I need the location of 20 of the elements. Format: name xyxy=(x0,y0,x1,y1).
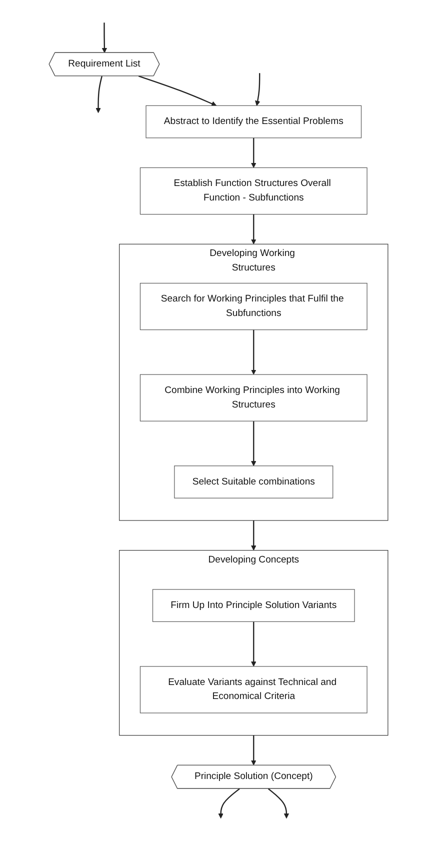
node-box: Firm Up Into Principle Solution Variants xyxy=(152,589,355,622)
arrow xyxy=(255,73,260,106)
node-box: Evaluate Variants against Technical and Economical Criteria xyxy=(140,666,368,714)
node-box: Abstract to Identify the Essential Problems xyxy=(146,105,362,138)
arrow xyxy=(251,622,256,667)
node-box: Establish Function Structures Overall Function - Subfunctions xyxy=(140,167,368,215)
arrow xyxy=(251,735,256,766)
arrow xyxy=(218,788,240,819)
arrow xyxy=(251,138,256,168)
arrow xyxy=(251,330,256,375)
arrow xyxy=(268,788,290,819)
arrow xyxy=(96,76,102,114)
node-box: Select Suitable combinations xyxy=(174,466,334,498)
arrow xyxy=(102,22,108,54)
arrow xyxy=(251,421,256,466)
arrow xyxy=(251,520,256,551)
arrow xyxy=(251,214,256,244)
node-box: Combine Working Principles into Working Structures xyxy=(140,374,368,422)
node-box: Search for Working Principles that Fulfil the Subfunctions xyxy=(140,282,368,330)
arrow xyxy=(138,76,217,106)
